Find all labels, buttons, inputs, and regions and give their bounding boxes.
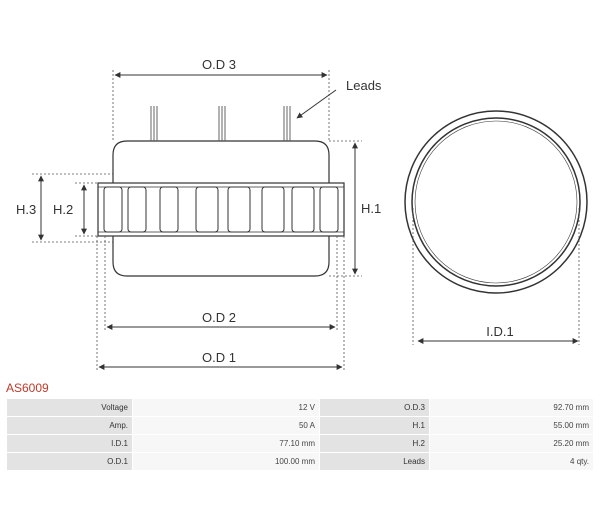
outer-ring — [404, 110, 588, 294]
spec-label: O.D.3 — [319, 398, 430, 417]
spec-table: Voltage 12 V O.D.3 92.70 mm Amp. 50 A H.… — [6, 398, 594, 471]
spec-value: 100.00 mm — [132, 452, 320, 471]
stator-side-view — [97, 140, 345, 277]
spec-label: I.D.1 — [6, 434, 133, 453]
table-row: Voltage 12 V O.D.3 92.70 mm — [6, 398, 594, 417]
spec-label: H.1 — [319, 416, 430, 435]
front-view-extension-lines — [412, 208, 580, 345]
od1-label: O.D 1 — [202, 350, 236, 365]
stator-lower-winding — [112, 236, 330, 277]
spec-value: 50 A — [132, 416, 320, 435]
h3-label: H.3 — [16, 202, 36, 217]
stator-technical-drawing: Leads O.D 3 O.D 2 O.D 1 H.3 H.2 H.1 I.D.… — [16, 57, 588, 372]
spec-label: Amp. — [6, 416, 133, 435]
lead-wires — [150, 106, 291, 141]
spec-value: 4 qty. — [429, 452, 594, 471]
stator-slots — [103, 186, 339, 233]
id1-label: I.D.1 — [486, 324, 513, 339]
leads-label: Leads — [346, 78, 382, 93]
spec-value: 92.70 mm — [429, 398, 594, 417]
stator-core — [97, 182, 345, 237]
spec-value: 77.10 mm — [132, 434, 320, 453]
od2-label: O.D 2 — [202, 310, 236, 325]
spec-label: H.2 — [319, 434, 430, 453]
table-row: I.D.1 77.10 mm H.2 25.20 mm — [6, 434, 594, 453]
spec-value: 12 V — [132, 398, 320, 417]
table-row: O.D.1 100.00 mm Leads 4 qty. — [6, 452, 594, 471]
part-number: AS6009 — [6, 381, 49, 395]
h1-label: H.1 — [361, 201, 381, 216]
extension-lines — [32, 70, 362, 372]
spec-value: 25.20 mm — [429, 434, 594, 453]
h2-label: H.2 — [53, 202, 73, 217]
od3-label: O.D 3 — [202, 57, 236, 72]
dimension-arrows — [38, 72, 579, 370]
stator-upper-winding — [112, 140, 330, 183]
spec-value: 55.00 mm — [429, 416, 594, 435]
spec-label: Leads — [319, 452, 430, 471]
table-row: Amp. 50 A H.1 55.00 mm — [6, 416, 594, 435]
spec-label: O.D.1 — [6, 452, 133, 471]
inner-ring — [411, 117, 581, 287]
leads-pointer — [296, 89, 337, 119]
stator-front-view — [404, 110, 588, 294]
spec-label: Voltage — [6, 398, 133, 417]
